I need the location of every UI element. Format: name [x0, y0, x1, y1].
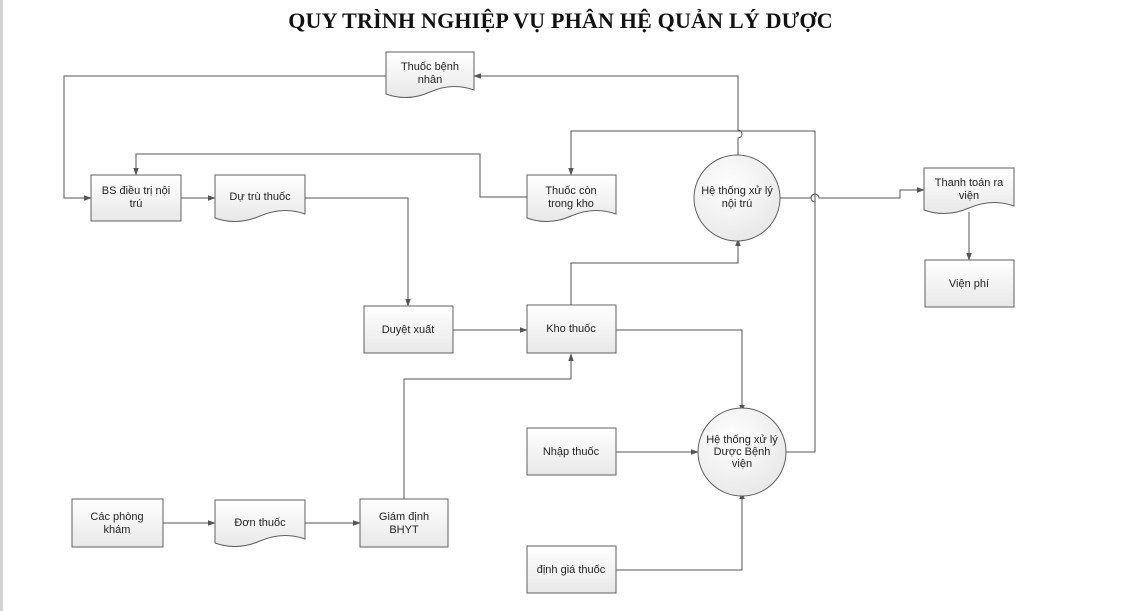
node-label: Dược Bệnh: [714, 446, 771, 458]
node-label: Thuốc còn: [545, 185, 596, 197]
node-label: nhân: [418, 74, 442, 86]
node-label: BS điều trị nội: [102, 185, 170, 197]
box-nhap-thuoc: Nhập thuốc: [526, 427, 617, 476]
node-label: Thanh toán ra: [935, 177, 1004, 189]
svg-text:Dự trù thuốc: Dự trù thuốc: [229, 191, 291, 203]
node-label: Hệ thống xử lý: [701, 185, 773, 197]
svg-text:Đơn thuốc: Đơn thuốc: [234, 517, 286, 529]
doc-don-thuoc: Đơn thuốc: [214, 499, 306, 547]
box-duyet-xuat: Duyệt xuất: [363, 305, 454, 354]
node-label: Thuốc bệnh: [401, 61, 459, 73]
arrow-dutru-to-duyetxuat: [305, 197, 411, 307]
arrow-dinhgia-to-duoc: [616, 491, 745, 571]
arrow-kho-to-noitru: [570, 238, 741, 305]
svg-text:định giá thuốc: định giá thuốc: [537, 564, 606, 576]
node-label: Viện phí: [949, 278, 989, 290]
node-label: Giám định: [379, 511, 429, 523]
node-label: Đơn thuốc: [234, 517, 286, 529]
doc-du-tru-thuoc: Dự trù thuốc: [214, 174, 306, 222]
node-label: BHYT: [389, 524, 419, 536]
svg-text:Duyệt xuất: Duyệt xuất: [382, 324, 435, 336]
arrow-kho-to-duoc: [616, 329, 745, 413]
diagram-title: QUY TRÌNH NGHIỆP VỤ PHÂN HỆ QUẢN LÝ DƯỢC: [288, 8, 833, 33]
arrow-noitru-to-thanhtoan: [780, 187, 925, 199]
svg-text:Nhập thuốc: Nhập thuốc: [543, 446, 600, 458]
svg-text:Kho thuốc: Kho thuốc: [546, 323, 596, 335]
connectors: [63, 73, 972, 571]
node-label: Dự trù thuốc: [229, 191, 291, 203]
node-label: Các phòng: [90, 511, 143, 523]
node-label: Hệ thống xử lý: [706, 434, 778, 446]
node-label: viện: [732, 458, 752, 470]
node-label: nội trú: [722, 198, 753, 210]
arrow-thuocbenhnhan-to-bs: [63, 75, 386, 201]
node-label: Kho thuốc: [546, 323, 596, 335]
node-label: Duyệt xuất: [382, 324, 435, 336]
node-label: Nhập thuốc: [543, 446, 600, 458]
arrow-thuoccon-to-bs: [133, 153, 527, 198]
node-label: định giá thuốc: [537, 564, 606, 576]
box-kho-thuoc: Kho thuốc: [526, 304, 617, 354]
node-label: trong kho: [548, 198, 594, 210]
arrow-giamdinh-to-kho: [403, 353, 574, 499]
node-label: khám: [104, 524, 131, 536]
box-vien-phi: Viện phí: [924, 259, 1015, 308]
node-label: trú: [130, 198, 143, 210]
arrow-noitru-to-thuocbenhnhan: [473, 73, 743, 158]
page-left-border: [0, 0, 3, 611]
box-dinh-gia-thuoc: định giá thuốc: [526, 545, 617, 594]
node-label: viện: [959, 190, 979, 202]
svg-text:Viện phí: Viện phí: [949, 278, 989, 290]
